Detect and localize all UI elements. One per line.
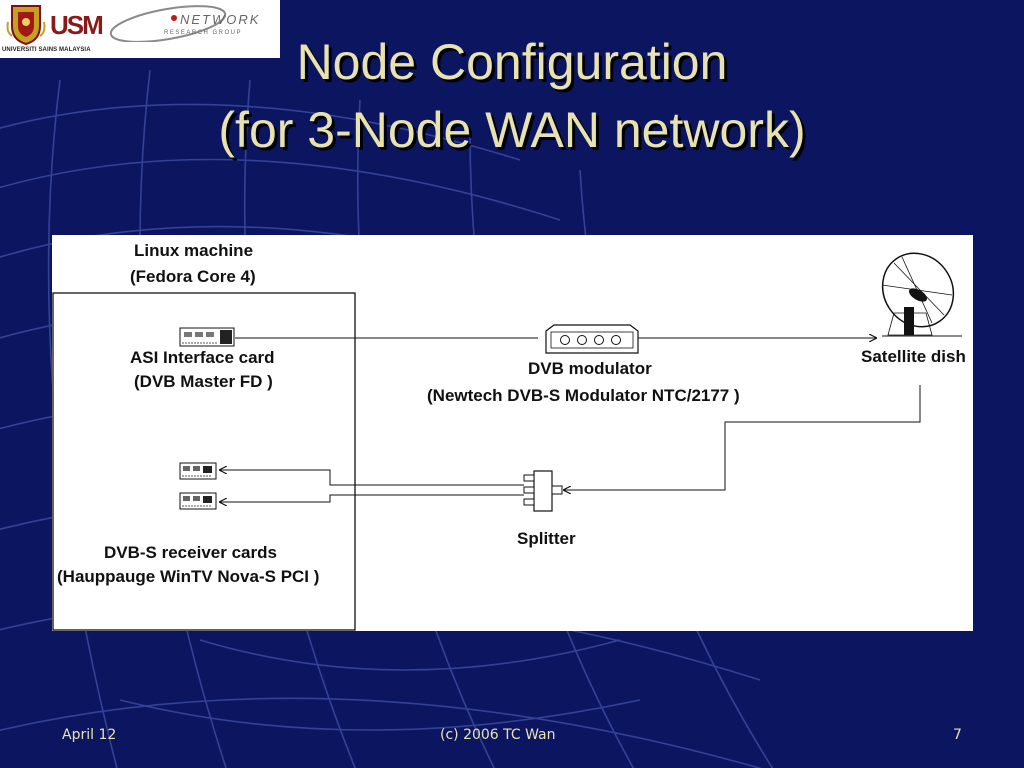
logo-strip: UNIVERSITI SAINS MALAYSIA USM NETWORK RE… bbox=[0, 0, 280, 58]
university-name: UNIVERSITI SAINS MALAYSIA bbox=[2, 47, 91, 53]
receiver-cards-label: DVB-S receiver cards bbox=[104, 543, 277, 562]
footer-date: April 12 bbox=[62, 727, 117, 743]
asi-card-label: ASI Interface card bbox=[130, 348, 275, 367]
splitter-icon bbox=[518, 470, 563, 512]
footer-copyright: (c) 2006 TC Wan bbox=[440, 727, 556, 743]
svg-text:NETWORK: NETWORK bbox=[180, 12, 260, 27]
splitter-to-receiver-1-line bbox=[220, 470, 518, 486]
dvb-modulator-model-label: (Newtech DVB-S Modulator NTC/2177 ) bbox=[427, 386, 740, 405]
satellite-dish-label: Satellite dish bbox=[861, 347, 966, 366]
receiver-card-1-icon bbox=[179, 462, 217, 480]
footer-page-number: 7 bbox=[953, 727, 962, 743]
linux-os-label: (Fedora Core 4) bbox=[130, 267, 256, 286]
linux-machine-label: Linux machine bbox=[134, 241, 254, 260]
asi-card-icon bbox=[179, 327, 235, 347]
university-crest-icon bbox=[6, 5, 46, 46]
receiver-cards-model-label: (Hauppauge WinTV Nova-S PCI ) bbox=[57, 567, 320, 586]
dish-to-splitter-line bbox=[564, 385, 921, 490]
slide-subtitle: (for 3-Node WAN network) bbox=[218, 102, 806, 158]
satellite-dish-icon bbox=[881, 252, 962, 337]
receiver-card-2-icon bbox=[179, 492, 217, 510]
linux-machine-box bbox=[52, 292, 356, 631]
network-research-group-logo: NETWORK RESEARCH GROUP bbox=[109, 5, 260, 42]
node-configuration-diagram: Linux machine (Fedora Core 4) ASI Interf… bbox=[52, 235, 973, 631]
slide-title: Node Configuration bbox=[296, 34, 728, 90]
dvb-modulator-icon bbox=[545, 324, 639, 354]
usm-logo: USM bbox=[50, 10, 104, 40]
dvb-modulator-label: DVB modulator bbox=[528, 359, 652, 378]
splitter-label: Splitter bbox=[517, 529, 576, 548]
svg-text:RESEARCH GROUP: RESEARCH GROUP bbox=[164, 30, 242, 36]
asi-card-model-label: (DVB Master FD ) bbox=[134, 372, 273, 391]
splitter-to-receiver-2-line bbox=[220, 494, 518, 502]
